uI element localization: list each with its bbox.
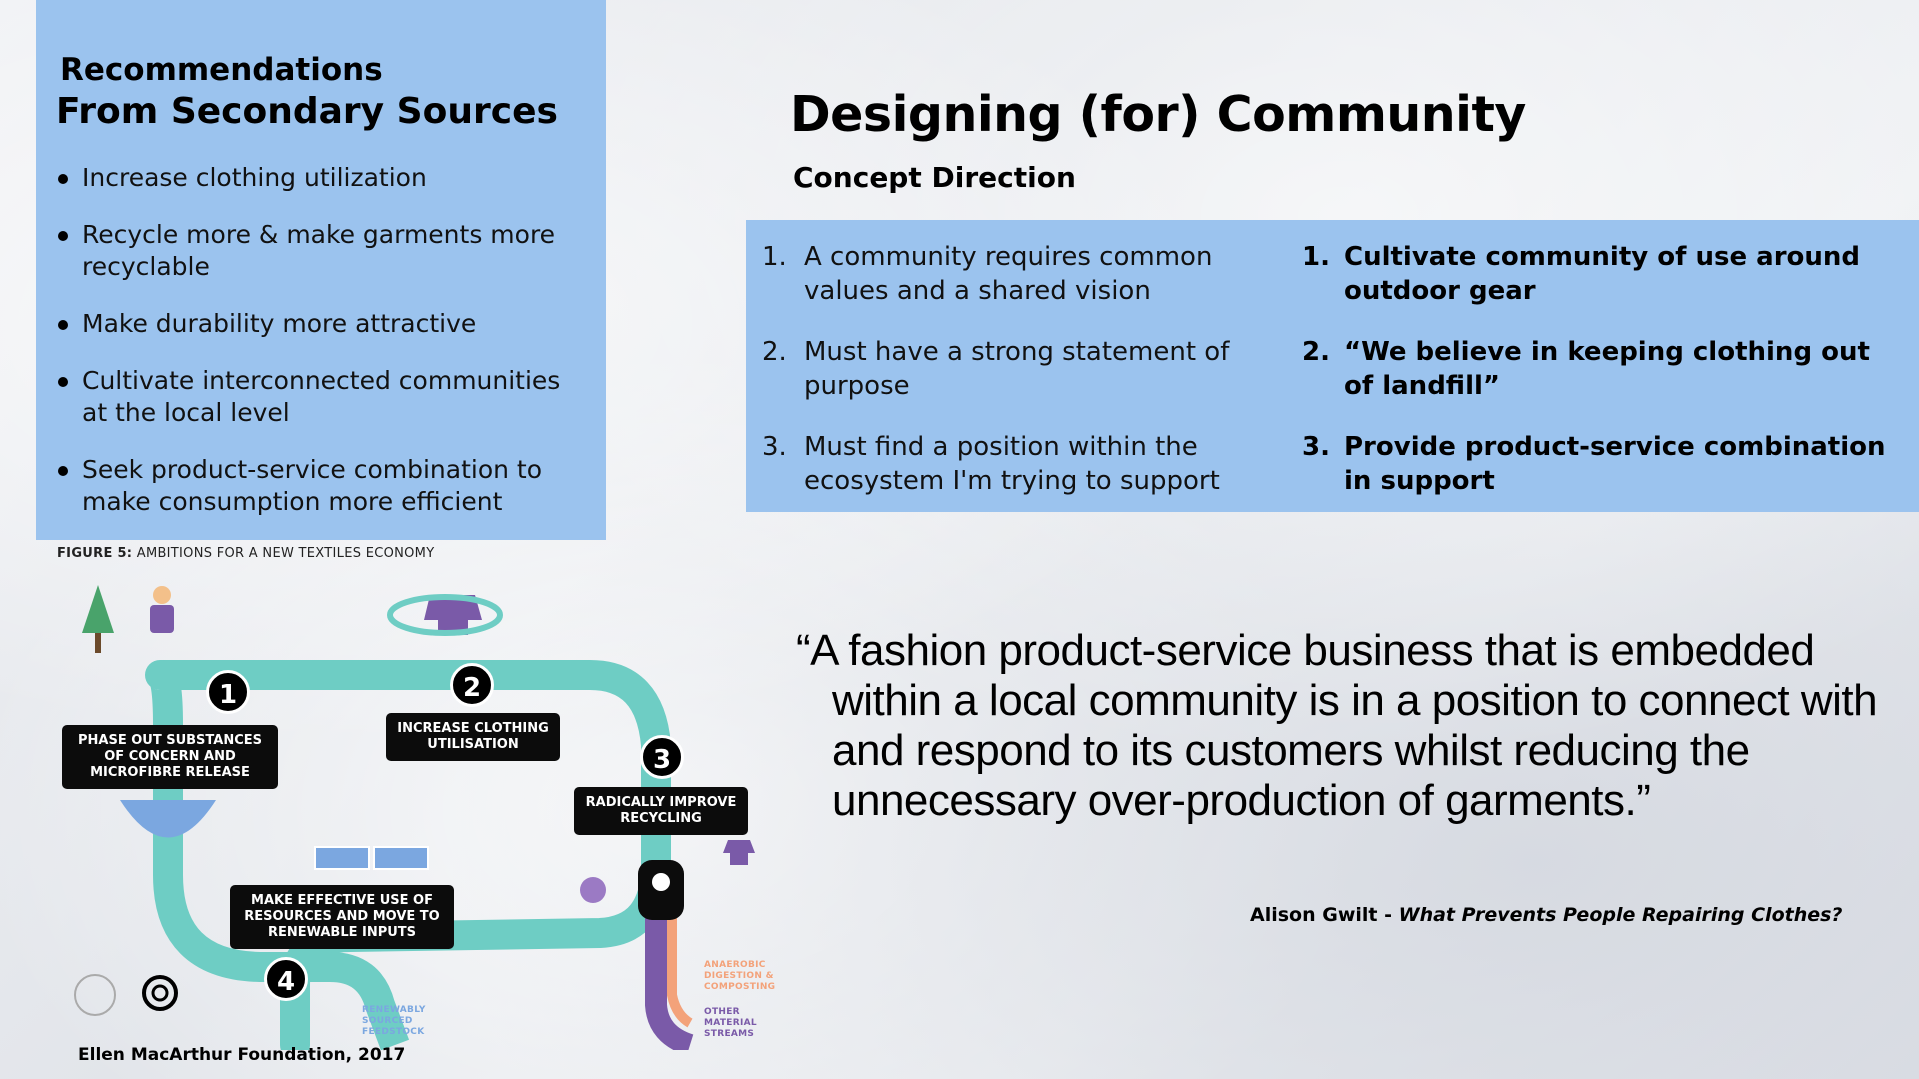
principle-number: 1. — [762, 242, 787, 272]
direction-text: Cultivate community of use around outdoo… — [1344, 242, 1861, 306]
tree-icon — [95, 633, 101, 653]
page-subtitle: Concept Direction — [793, 161, 1076, 194]
recommendation-item: Seek product-service combination to make… — [56, 454, 586, 518]
recommendation-item: Recycle more & make garments more recycl… — [56, 219, 586, 283]
step-label-4: MAKE EFFECTIVE USE OF RESOURCES AND MOVE… — [230, 885, 454, 949]
textiles-economy-diagram: 1 PHASE OUT SUBSTANCES OF CONCERN AND MI… — [50, 575, 775, 1050]
direction-item: 3. Provide product-service combination in… — [1302, 430, 1892, 498]
direction-number: 3. — [1302, 432, 1330, 462]
anaerobic-stream — [667, 905, 693, 1028]
recycling-machine-icon — [652, 873, 670, 891]
principle-number: 3. — [762, 432, 787, 462]
principle-item: 3. Must find a position within the ecosys… — [762, 430, 1232, 498]
person-icon — [153, 586, 171, 604]
direction-column: 1. Cultivate community of use around outd… — [1302, 240, 1892, 525]
principles-column: 1. A community requires common values and… — [762, 240, 1232, 525]
figure-caption-label: FIGURE 5: — [57, 546, 133, 561]
circular-fibres-logo — [74, 974, 116, 1016]
recommendations-title: Recommendations — [60, 52, 383, 88]
other-material-stream — [645, 905, 694, 1050]
quote-source: What Prevents People Repairing Clothes? — [1398, 904, 1843, 926]
principle-item: 2. Must have a strong statement of purpos… — [762, 335, 1232, 403]
concept-direction-panel: 1. A community requires common values and… — [746, 220, 1919, 512]
direction-item: 1. Cultivate community of use around outd… — [1302, 240, 1892, 308]
garment-icon — [424, 595, 482, 635]
quote-text: “A fashion product-service business that… — [796, 626, 1878, 825]
quote-author: Alison Gwilt - — [1250, 904, 1399, 926]
direction-text: Provide product-service combination in s… — [1344, 432, 1886, 496]
principle-item: 1. A community requires common values and… — [762, 240, 1232, 308]
other-streams-label: OTHER MATERIAL STREAMS — [704, 1007, 757, 1039]
solar-panel-icon — [373, 846, 429, 870]
principle-text: Must find a position within the ecosyste… — [804, 432, 1220, 496]
step-label-3: RADICALLY IMPROVE RECYCLING — [574, 787, 748, 835]
principle-text: Must have a strong statement of purpose — [804, 337, 1230, 401]
person-icon — [150, 605, 174, 633]
water-basin-icon — [120, 800, 216, 838]
quote-attribution: Alison Gwilt - What Prevents People Repa… — [1250, 904, 1842, 926]
ellen-macarthur-logo — [151, 984, 169, 1002]
recommendations-panel: Recommendations From Secondary Sources I… — [36, 0, 606, 540]
recommendation-item: Make durability more attractive — [56, 308, 586, 340]
principle-number: 2. — [762, 337, 787, 367]
quote-block: “A fashion product-service business that… — [796, 626, 1906, 826]
principle-text: A community requires common values and a… — [804, 242, 1213, 306]
step-number-3: 3 — [640, 735, 684, 779]
recommendations-list: Increase clothing utilization Recycle mo… — [56, 162, 586, 518]
tree-icon — [82, 585, 114, 633]
step-number-4: 4 — [264, 957, 308, 1001]
figure-caption-text: AMBITIONS FOR A NEW TEXTILES ECONOMY — [132, 546, 435, 561]
reuse-loop-icon — [387, 594, 503, 636]
step-label-2: INCREASE CLOTHING UTILISATION — [386, 713, 560, 761]
figure-credit: Ellen MacArthur Foundation, 2017 — [78, 1045, 406, 1065]
recommendation-item: Increase clothing utilization — [56, 162, 586, 194]
diagram-graphic — [74, 585, 755, 1050]
step-number-2: 2 — [450, 663, 494, 707]
anaerobic-label: ANAEROBIC DIGESTION & COMPOSTING — [704, 960, 776, 992]
loop-path-bottom — [149, 660, 410, 1050]
renewable-label: RENEWABLY SOURCED FEEDSTOCK — [362, 1005, 426, 1037]
direction-text: “We believe in keeping clothing out of l… — [1344, 337, 1870, 401]
recommendations-subtitle: From Secondary Sources — [56, 91, 558, 132]
recommendation-item: Cultivate interconnected communities at … — [56, 365, 586, 429]
yarn-icon — [580, 877, 606, 903]
shirt-icon — [723, 840, 755, 865]
figure-caption: FIGURE 5: AMBITIONS FOR A NEW TEXTILES E… — [57, 546, 434, 561]
direction-item: 2. “We believe in keeping clothing out of… — [1302, 335, 1892, 403]
ellen-macarthur-logo — [142, 975, 178, 1011]
step-number-1: 1 — [206, 670, 250, 714]
page-title: Designing (for) Community — [790, 86, 1526, 143]
step-label-1: PHASE OUT SUBSTANCES OF CONCERN AND MICR… — [62, 725, 278, 789]
direction-number: 1. — [1302, 242, 1330, 272]
solar-panel-icon — [314, 846, 370, 870]
direction-number: 2. — [1302, 337, 1330, 367]
